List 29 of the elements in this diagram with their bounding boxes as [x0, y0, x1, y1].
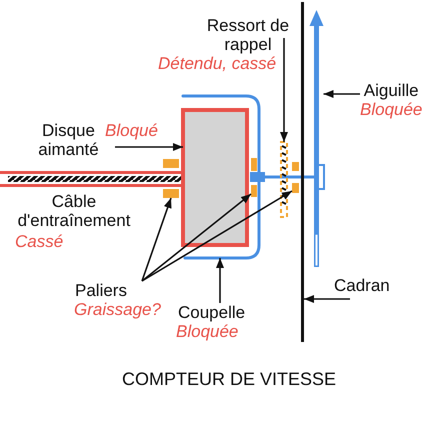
bearing-block — [292, 183, 299, 193]
part-name: Paliers — [75, 281, 127, 300]
bearing-block — [251, 185, 257, 197]
leader-arrow — [141, 198, 172, 282]
leader-arrow — [142, 193, 252, 282]
part-name: Ressort de rappel — [206, 16, 290, 54]
part-name: Aiguille — [364, 81, 419, 100]
diagram-caption: COMPTEUR DE VITESSE — [122, 369, 336, 389]
leader-arrow — [324, 90, 360, 98]
fault-note: Graissage? — [74, 300, 161, 319]
part-name: Câble d'entraînement — [16, 192, 132, 230]
pointer-needle — [310, 10, 324, 267]
leader-arrow — [115, 143, 183, 151]
part-name: Coupelle — [178, 303, 246, 322]
fault-note: Bloquée — [176, 322, 238, 341]
fault-note: Cassé — [15, 232, 64, 251]
coil-spring — [280, 141, 288, 218]
leader-arrow — [280, 38, 288, 142]
leader-arrow — [304, 295, 350, 303]
part-name: Disque aimanté — [37, 121, 100, 159]
leader-arrow — [142, 190, 292, 282]
bearing-block — [163, 189, 179, 198]
cup — [181, 94, 260, 260]
dial-plate — [301, 2, 304, 342]
fault-note: Bloqué — [105, 121, 158, 140]
fault-note: Bloquée — [360, 100, 422, 119]
part-name: Cadran — [334, 276, 390, 295]
fault-note: Détendu, cassé — [158, 54, 276, 73]
leader-arrow — [216, 258, 224, 303]
